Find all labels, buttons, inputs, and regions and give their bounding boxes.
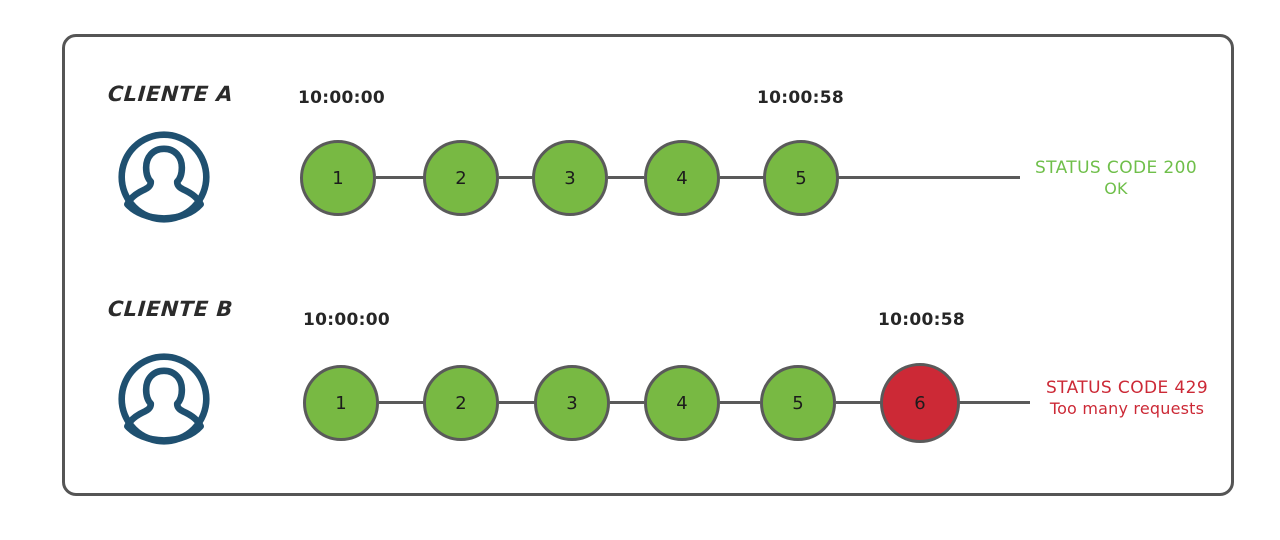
connector-a-3-4 — [608, 176, 644, 179]
connector-b-2-3 — [499, 401, 535, 404]
timestamp-start-a: 10:00:00 — [298, 88, 385, 108]
diagram-frame — [62, 34, 1234, 496]
request-node[interactable]: 5 — [760, 365, 836, 441]
connector-b-5-6 — [836, 401, 882, 404]
connector-a-5-status — [838, 176, 1020, 179]
timestamp-end-b: 10:00:58 — [878, 310, 965, 330]
connector-b-6-status — [958, 401, 1030, 404]
request-node[interactable]: 1 — [300, 140, 376, 216]
user-avatar-icon — [117, 130, 211, 224]
request-node-rate-limited[interactable]: 6 — [880, 363, 960, 443]
status-message-b: Too many requests — [1049, 399, 1205, 419]
connector-b-1-2 — [379, 401, 425, 404]
connector-a-4-5 — [720, 176, 764, 179]
status-message-a: OK — [1104, 179, 1128, 199]
request-node[interactable]: 4 — [644, 365, 720, 441]
request-node[interactable]: 1 — [303, 365, 379, 441]
user-avatar-icon — [117, 352, 211, 446]
request-node[interactable]: 2 — [423, 140, 499, 216]
request-node[interactable]: 3 — [532, 140, 608, 216]
status-badge-b: STATUS CODE 429 Too many requests — [1030, 378, 1224, 419]
status-code-a: STATUS CODE 200 — [1034, 158, 1198, 178]
request-node[interactable]: 3 — [534, 365, 610, 441]
request-node[interactable]: 2 — [423, 365, 499, 441]
timestamp-end-a: 10:00:58 — [757, 88, 844, 108]
status-badge-a: STATUS CODE 200 OK — [1028, 158, 1204, 199]
connector-a-2-3 — [499, 176, 533, 179]
client-label-a: CLIENTE A — [107, 82, 235, 106]
connector-a-1-2 — [376, 176, 426, 179]
connector-b-3-4 — [610, 401, 644, 404]
request-node[interactable]: 4 — [644, 140, 720, 216]
connector-b-4-5 — [720, 401, 760, 404]
timestamp-start-b: 10:00:00 — [303, 310, 390, 330]
request-node[interactable]: 5 — [763, 140, 839, 216]
status-code-b: STATUS CODE 429 — [1045, 378, 1209, 398]
client-label-b: CLIENTE B — [107, 297, 234, 321]
